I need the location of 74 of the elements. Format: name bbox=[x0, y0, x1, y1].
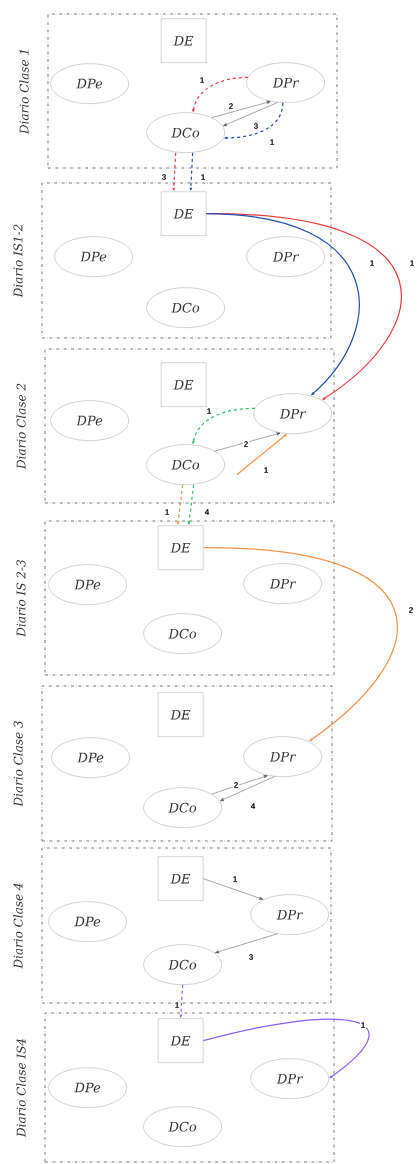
arrow bbox=[224, 102, 284, 140]
ellipse-node: DCo bbox=[146, 444, 225, 485]
edge-label: 1 bbox=[198, 76, 206, 84]
edge-label: 3 bbox=[247, 953, 255, 961]
ellipse-node: DCo bbox=[146, 112, 225, 153]
ellipse-node: DPe bbox=[51, 737, 130, 778]
ellipse-node: DPe bbox=[48, 564, 127, 605]
ellipse-node: DPe bbox=[50, 63, 129, 104]
arrow bbox=[236, 434, 287, 476]
arrow bbox=[215, 933, 278, 954]
edge-label: 1 bbox=[368, 259, 376, 267]
arrow bbox=[176, 484, 184, 525]
arrow bbox=[220, 776, 275, 802]
node-label: Diario IS1-2 bbox=[13, 224, 23, 298]
edge-label: 2 bbox=[232, 781, 240, 789]
arrow bbox=[223, 102, 278, 127]
edge-label: 2 bbox=[407, 606, 415, 614]
arrow bbox=[214, 432, 281, 452]
arrow bbox=[192, 407, 256, 445]
edge-label: 4 bbox=[203, 508, 211, 516]
edge-label: 4 bbox=[249, 802, 257, 810]
ellipse-node: DPr bbox=[246, 62, 325, 103]
arrow bbox=[211, 775, 268, 795]
arrow bbox=[172, 152, 177, 191]
ellipse-node: DPe bbox=[48, 1067, 127, 1108]
edge-label: 1 bbox=[231, 875, 239, 883]
arrow bbox=[189, 152, 194, 191]
ellipse-node: DPe bbox=[54, 236, 133, 277]
ellipse-node: DPr bbox=[250, 894, 329, 935]
edge-label: 1 bbox=[359, 1021, 367, 1029]
node-label: Diario Clase IS4 bbox=[16, 1038, 26, 1138]
edge-label: 1 bbox=[205, 407, 213, 415]
arrow bbox=[202, 1018, 370, 1079]
node-label: Diario IS 2-3 bbox=[16, 560, 26, 637]
node-label: Diario Clase 2 bbox=[16, 383, 26, 470]
ellipse-node: DPe bbox=[48, 901, 127, 942]
square-box: DE bbox=[157, 525, 204, 570]
node-label: Diario Clase 3 bbox=[13, 721, 23, 807]
ellipse-node: DPr bbox=[250, 1058, 329, 1099]
ellipse-node: DCo bbox=[146, 287, 225, 328]
edge-label: 3 bbox=[160, 173, 168, 181]
arrow bbox=[203, 878, 264, 900]
edge-label: 1 bbox=[262, 466, 270, 474]
arrow bbox=[187, 484, 195, 525]
edge-label: 1 bbox=[268, 138, 276, 146]
edge-label: 1 bbox=[163, 508, 171, 516]
ellipse-node: DPr bbox=[243, 563, 322, 604]
ellipse-node: DPr bbox=[246, 236, 325, 277]
edge-label: 2 bbox=[227, 102, 235, 110]
ellipse-node: DCo bbox=[143, 787, 222, 828]
ellipse-node: DPr bbox=[253, 393, 332, 434]
arrow bbox=[192, 76, 249, 113]
arrow bbox=[202, 547, 398, 742]
square-box: DE bbox=[160, 191, 207, 236]
ellipse-node: DCo bbox=[143, 613, 222, 654]
arrow bbox=[179, 984, 184, 1018]
ellipse-node: DCo bbox=[143, 944, 222, 985]
square-box: DE bbox=[157, 692, 204, 737]
arrow bbox=[211, 101, 271, 118]
edge-label: 3 bbox=[252, 122, 260, 130]
ellipse-node: DPr bbox=[243, 736, 322, 777]
square-box: DE bbox=[160, 18, 207, 63]
edge-label: 1 bbox=[408, 259, 416, 267]
edge-label: 2 bbox=[242, 440, 250, 448]
edge-label: 1 bbox=[173, 1001, 181, 1009]
node-label: Diario Clase 1 bbox=[19, 50, 29, 135]
node-label: Diario Clase 4 bbox=[13, 883, 23, 969]
ellipse-node: DCo bbox=[143, 1106, 222, 1147]
edge-label: 1 bbox=[199, 173, 207, 181]
arrow bbox=[205, 213, 360, 396]
square-box: DE bbox=[157, 1018, 204, 1063]
ellipse-node: DPe bbox=[50, 400, 129, 441]
square-box: DE bbox=[157, 856, 204, 901]
square-box: DE bbox=[160, 362, 207, 407]
